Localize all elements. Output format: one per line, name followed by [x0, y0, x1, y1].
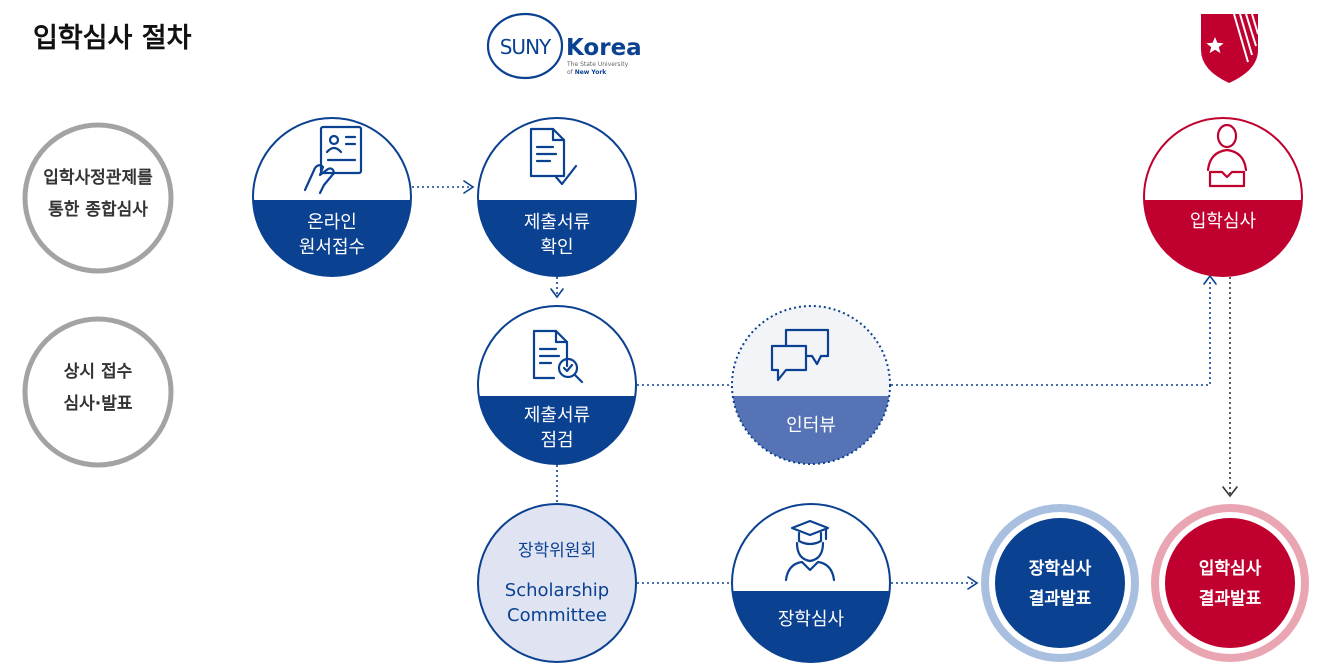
step-online-application: 온라인 원서접수 [252, 117, 412, 277]
committee-label-ko: 장학위원회 [518, 541, 596, 561]
document-search-icon [532, 329, 584, 384]
logo-sub-2-prefix: of [567, 69, 575, 76]
arrow-up-icon [1203, 274, 1217, 285]
result-scholarship: 장학심사 결과발표 [981, 504, 1139, 662]
document-check-icon [529, 127, 578, 186]
step-label: 장학심사 [778, 609, 845, 630]
step-scholarship-committee: 장학위원회 Scholarship Committee [477, 503, 637, 663]
applicant-form-icon [303, 125, 363, 195]
step-label: 입학심사 [1190, 211, 1257, 232]
step-label-line-2: 점검 [540, 430, 573, 451]
ring-label-line-1: 상시 접수 [64, 362, 133, 382]
step-admission-review: 입학심사 [1143, 117, 1303, 277]
result-label-line-2: 결과발표 [1029, 589, 1092, 609]
step-label-line-1: 제출서류 [524, 405, 590, 426]
committee-label-en-1: Scholarship [505, 580, 609, 601]
step-label-line-1: 제출서류 [524, 212, 590, 233]
graduate-icon [784, 519, 836, 582]
connectors [412, 186, 1231, 584]
step-documents-confirm: 제출서류 확인 [477, 117, 637, 277]
person-reading-icon [1206, 123, 1248, 188]
result-label-line-1: 장학심사 [1029, 559, 1092, 579]
ring-label-line-2: 통한 종합심사 [48, 199, 148, 220]
logo-name: Korea [566, 35, 642, 61]
step-interview: 인터뷰 [731, 305, 891, 465]
step-documents-review: 제출서류 점검 [477, 305, 637, 465]
arrow-down-icon [1222, 486, 1238, 498]
result-label-line-1: 입학심사 [1199, 559, 1262, 579]
logo-sub-2: of New York [567, 69, 607, 76]
arrow-right-icon [967, 576, 979, 590]
result-admission: 입학심사 결과발표 [1151, 504, 1309, 662]
stony-brook-shield-logo [1201, 13, 1259, 83]
step-label-line-2: 확인 [540, 237, 573, 258]
logo-sub-1: The State University [566, 61, 629, 68]
arrowheads [463, 180, 1238, 590]
arrow-right-icon [463, 180, 475, 194]
left-ring-comprehensive: 입학사정관제를 통한 종합심사 [22, 122, 174, 274]
chat-bubbles-icon [770, 328, 830, 382]
left-ring-rolling: 상시 접수 심사·발표 [22, 316, 174, 468]
step-scholarship-review: 장학심사 [731, 503, 891, 663]
ring-label-line-1: 입학사정관제를 [43, 168, 153, 188]
page-title: 입학심사 절차 [33, 23, 192, 54]
logo-mark: SUNY [500, 35, 552, 59]
connector-interview-to-admission [891, 280, 1211, 386]
result-label-line-2: 결과발표 [1199, 589, 1262, 609]
step-label-line-1: 온라인 [307, 212, 357, 233]
logo-sub-2-strong: New York [575, 69, 608, 76]
ring-label-line-2: 심사·발표 [63, 394, 132, 414]
step-label-line-2: 원서접수 [299, 237, 365, 258]
step-label: 인터뷰 [786, 415, 836, 436]
arrow-down-icon [550, 288, 564, 299]
suny-korea-logo: SUNY Korea The State University of New Y… [486, 12, 642, 80]
committee-label-en-2: Committee [507, 605, 607, 626]
